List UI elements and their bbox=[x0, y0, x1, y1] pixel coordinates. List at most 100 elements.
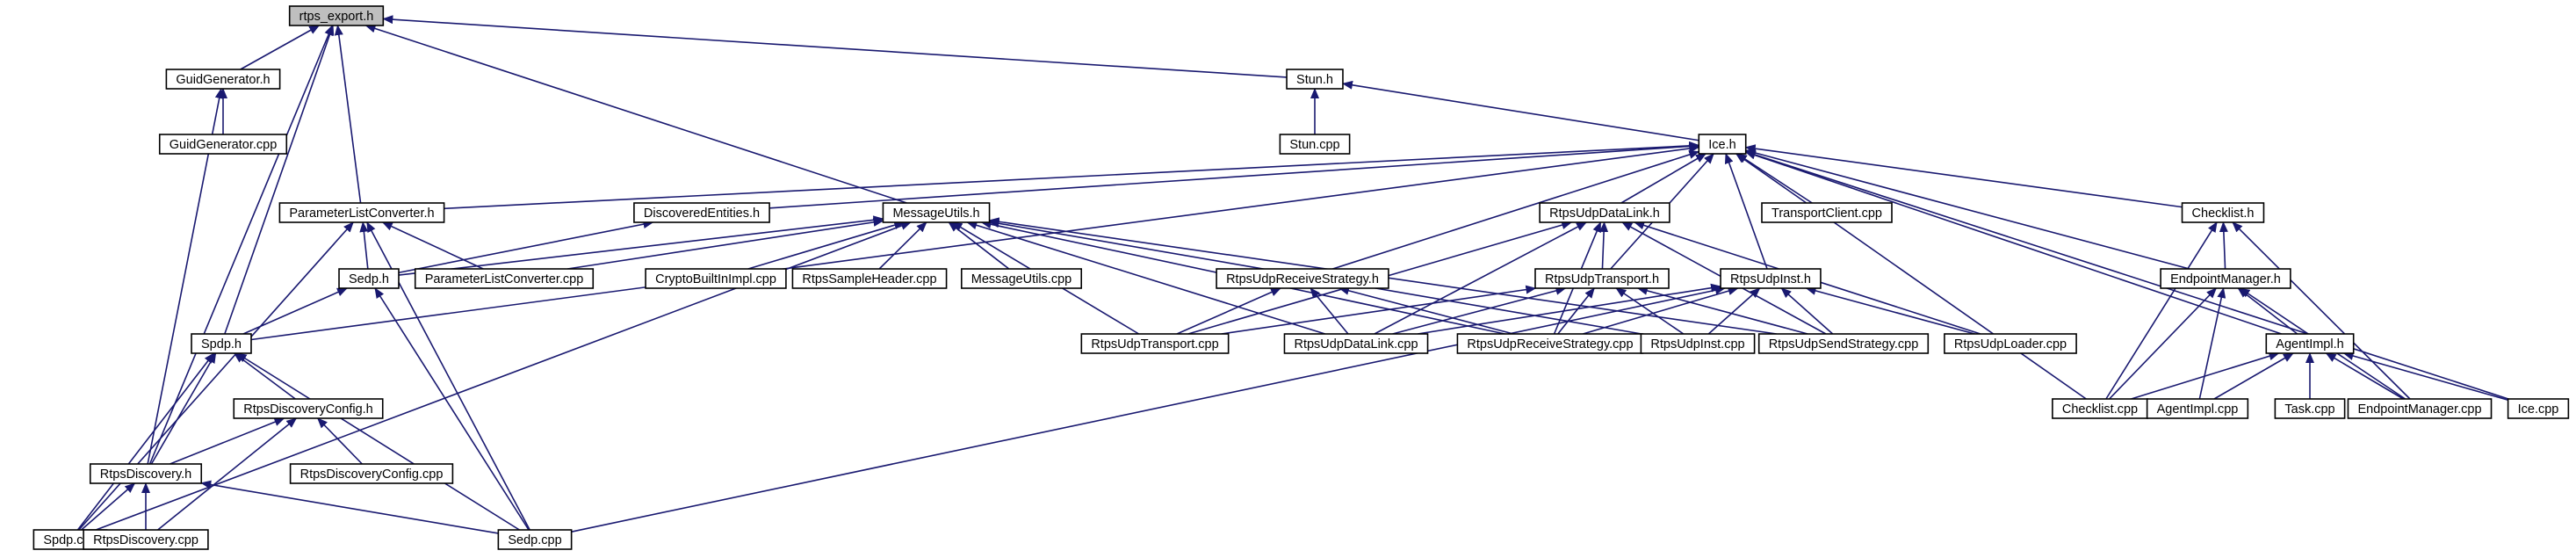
node-box bbox=[2507, 398, 2570, 419]
node-rtps-export[interactable]: rtps_export.h bbox=[288, 5, 385, 26]
node-agentimpl-cpp[interactable]: AgentImpl.cpp bbox=[2146, 398, 2249, 419]
node-rtpssampleheader-cpp[interactable]: RtpsSampleHeader.cpp bbox=[791, 268, 948, 289]
node-box bbox=[165, 69, 281, 90]
node-label: RtpsDiscoveryConfig.cpp bbox=[300, 467, 444, 482]
edge-rtpsudptransport-cpp-to-rtpsudpreceivestrategy-h bbox=[1176, 287, 1281, 335]
node-rtpsudpinst-cpp[interactable]: RtpsUdpInst.cpp bbox=[1640, 333, 1756, 354]
edge-rtpsudpsendstrategy-cpp-to-rtpsudpinst-h bbox=[1780, 287, 1834, 335]
node-rtpsudptransport-h[interactable]: RtpsUdpTransport.h bbox=[1534, 268, 1670, 289]
node-parameterlistconverter-h[interactable]: ParameterListConverter.h bbox=[278, 202, 445, 223]
edge-cryptobuiltinimpl-cpp-to-messageutils-h bbox=[747, 221, 906, 270]
node-box bbox=[1698, 134, 1747, 155]
edge-endpointmanager-cpp-to-checklist-h bbox=[2232, 221, 2411, 400]
edge-sedp-cpp-to-spdp-h bbox=[235, 352, 520, 531]
edge-rtpsudpinst-cpp-to-rtpsudpinst-h bbox=[1707, 287, 1761, 335]
node-messageutils-h[interactable]: MessageUtils.h bbox=[882, 202, 991, 223]
node-rtpsdiscovery-cpp[interactable]: RtpsDiscovery.cpp bbox=[83, 529, 209, 550]
node-discoveredentities-h[interactable]: DiscoveredEntities.h bbox=[633, 202, 770, 223]
node-checklist-cpp[interactable]: Checklist.cpp bbox=[2052, 398, 2148, 419]
node-box bbox=[2274, 398, 2346, 419]
node-checklist-h[interactable]: Checklist.h bbox=[2181, 202, 2265, 223]
edge-parameterlistconverter-h-to-ice-h bbox=[444, 141, 1700, 210]
node-label: MessageUtils.h bbox=[892, 207, 979, 221]
node-sedp-h[interactable]: Sedp.h bbox=[338, 268, 400, 289]
node-ice-cpp[interactable]: Ice.cpp bbox=[2507, 398, 2570, 419]
node-label: CryptoBuiltInImpl.cpp bbox=[655, 272, 776, 286]
edge-transportclient-cpp-to-ice-h bbox=[1735, 153, 1813, 204]
node-stun-cpp[interactable]: Stun.cpp bbox=[1279, 134, 1351, 155]
node-label: RtpsUdpReceiveStrategy.h bbox=[1226, 272, 1379, 286]
node-ice-h[interactable]: Ice.h bbox=[1698, 134, 1747, 155]
node-rtpsudpinst-h[interactable]: RtpsUdpInst.h bbox=[1720, 268, 1822, 289]
edge-rtpsudpreceivestrategy-cpp-to-rtpsudpinst-h bbox=[1583, 286, 1739, 335]
node-rtpsudpdatalink-h[interactable]: RtpsUdpDataLink.h bbox=[1539, 202, 1670, 223]
node-label: RtpsUdpTransport.cpp bbox=[1091, 337, 1218, 351]
node-box bbox=[89, 463, 203, 484]
node-label: Ice.cpp bbox=[2518, 402, 2559, 417]
node-guidgenerator-cpp[interactable]: GuidGenerator.cpp bbox=[158, 134, 288, 155]
edge-rtpsudptransport-cpp-to-rtpsudptransport-h bbox=[1221, 285, 1537, 335]
node-label: Stun.h bbox=[1296, 73, 1333, 87]
node-guidgenerator-h[interactable]: GuidGenerator.h bbox=[165, 69, 281, 90]
node-box bbox=[1761, 202, 1893, 223]
node-box bbox=[633, 202, 770, 223]
node-task-cpp[interactable]: Task.cpp bbox=[2274, 398, 2346, 419]
node-rtpsudptransport-cpp[interactable]: RtpsUdpTransport.cpp bbox=[1080, 333, 1230, 354]
edge-agentimpl-h-to-ice-h bbox=[1744, 150, 2282, 335]
node-transportclient-cpp[interactable]: TransportClient.cpp bbox=[1761, 202, 1893, 223]
edge-rtpsdiscovery-h-to-spdp-h bbox=[150, 352, 217, 465]
node-label: Task.cpp bbox=[2284, 402, 2334, 417]
node-box bbox=[338, 268, 400, 289]
node-stun-h[interactable]: Stun.h bbox=[1286, 69, 1344, 90]
edge-sedp-cpp-to-rtpsudpinst-h bbox=[571, 286, 1726, 533]
node-label: Sedp.cpp bbox=[508, 533, 561, 547]
node-rtpsudpreceivestrategy-cpp[interactable]: RtpsUdpReceiveStrategy.cpp bbox=[1456, 333, 1644, 354]
edge-agentimpl-h-to-endpointmanager-h bbox=[2237, 287, 2298, 335]
node-box bbox=[233, 398, 384, 419]
node-rtpsdiscovery-h[interactable]: RtpsDiscovery.h bbox=[89, 463, 203, 484]
node-box bbox=[1534, 268, 1670, 289]
edge-checklist-cpp-to-ice-h bbox=[1735, 153, 2087, 400]
edge-ice-cpp-to-ice-h bbox=[1744, 150, 2509, 400]
edge-messageutils-h-to-rtps-export bbox=[364, 24, 907, 204]
node-box bbox=[1720, 268, 1822, 289]
node-label: RtpsDiscovery.cpp bbox=[93, 533, 198, 547]
node-parameterlistconverter-cpp[interactable]: ParameterListConverter.cpp bbox=[414, 268, 595, 289]
node-label: GuidGenerator.cpp bbox=[170, 138, 278, 152]
node-box bbox=[882, 202, 991, 223]
node-label: AgentImpl.h bbox=[2276, 337, 2343, 351]
node-rtpsudpsendstrategy-cpp[interactable]: RtpsUdpSendStrategy.cpp bbox=[1757, 333, 1930, 354]
node-spdp-h[interactable]: Spdp.h bbox=[191, 333, 252, 354]
node-label: Checklist.cpp bbox=[2062, 402, 2138, 417]
node-box bbox=[1216, 268, 1389, 289]
edge-parameterlistconverter-h-to-rtps-export bbox=[334, 25, 362, 204]
edge-spdp-cpp-to-spdp-h bbox=[76, 352, 215, 531]
node-label: Ice.h bbox=[1708, 138, 1735, 152]
node-label: MessageUtils.cpp bbox=[971, 272, 1072, 286]
node-rtpsudploader-cpp[interactable]: RtpsUdpLoader.cpp bbox=[1944, 333, 2077, 354]
node-rtpsdiscoveryconfig-cpp[interactable]: RtpsDiscoveryConfig.cpp bbox=[289, 463, 454, 484]
node-messageutils-cpp[interactable]: MessageUtils.cpp bbox=[960, 268, 1083, 289]
node-label: DiscoveredEntities.h bbox=[644, 207, 760, 221]
edge-rtpsudpdatalink-cpp-to-rtpsudpinst-h bbox=[1418, 283, 1722, 335]
node-endpointmanager-h[interactable]: EndpointManager.h bbox=[2160, 268, 2291, 289]
edge-stun-h-to-rtps-export bbox=[382, 15, 1288, 78]
node-box bbox=[2265, 333, 2355, 354]
node-rtpsudpreceivestrategy-h[interactable]: RtpsUdpReceiveStrategy.h bbox=[1216, 268, 1389, 289]
node-label: EndpointManager.cpp bbox=[2357, 402, 2481, 417]
node-layer: rtps_export.hGuidGenerator.hGuidGenerato… bbox=[32, 5, 2570, 550]
edge-sedp-cpp-to-sedp-h bbox=[374, 287, 530, 531]
node-label: RtpsUdpSendStrategy.cpp bbox=[1769, 337, 1919, 351]
node-endpointmanager-cpp[interactable]: EndpointManager.cpp bbox=[2347, 398, 2493, 419]
edge-discoveredentities-h-to-ice-h bbox=[769, 141, 1700, 209]
edge-rtpsudpdatalink-cpp-to-rtpsudptransport-h bbox=[1392, 286, 1567, 335]
edge-spdp-cpp-to-rtpsdiscovery-h bbox=[81, 482, 136, 531]
node-label: RtpsUdpReceiveStrategy.cpp bbox=[1467, 337, 1633, 351]
edge-checklist-cpp-to-agentimpl-h bbox=[2131, 351, 2280, 400]
node-cryptobuiltinimpl-cpp[interactable]: CryptoBuiltInImpl.cpp bbox=[645, 268, 787, 289]
node-rtpsudpdatalink-cpp[interactable]: RtpsUdpDataLink.cpp bbox=[1283, 333, 1429, 354]
node-sedp-cpp[interactable]: Sedp.cpp bbox=[497, 529, 573, 550]
node-rtpsdiscoveryconfig-h[interactable]: RtpsDiscoveryConfig.h bbox=[233, 398, 384, 419]
node-agentimpl-h[interactable]: AgentImpl.h bbox=[2265, 333, 2355, 354]
